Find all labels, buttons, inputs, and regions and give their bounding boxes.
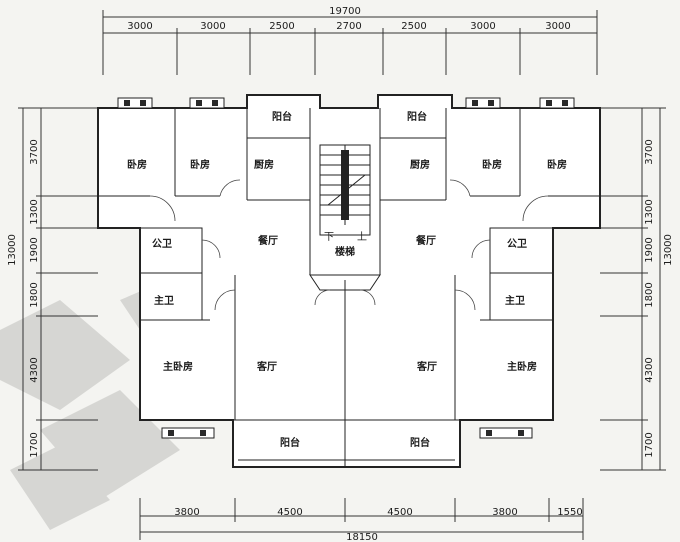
top-dimension-chain: 19700 3000 3000 2500 2700 2500 3000 3000 bbox=[102, 6, 598, 75]
room-label-master-bedroom: 主卧房 bbox=[163, 360, 193, 373]
room-label-dining: 餐厅 bbox=[257, 234, 278, 247]
top-dim: 3000 bbox=[127, 21, 152, 32]
bottom-total-dim: 18150 bbox=[346, 532, 378, 542]
left-dimension-chain: 13000 3700 1300 1900 1800 4300 1700 bbox=[7, 107, 98, 471]
room-label-master-bath: 主卫 bbox=[505, 294, 525, 307]
staircase bbox=[319, 144, 371, 236]
bottom-dim: 3800 bbox=[174, 507, 199, 518]
room-label-living: 客厅 bbox=[256, 360, 277, 373]
top-dim: 2700 bbox=[336, 21, 361, 32]
bottom-dim: 4500 bbox=[277, 507, 302, 518]
windows bbox=[117, 97, 575, 439]
bottom-dim: 1550 bbox=[557, 507, 582, 518]
room-label-kitchen: 厨房 bbox=[410, 158, 430, 171]
top-dim: 3000 bbox=[200, 21, 225, 32]
room-label-dining: 餐厅 bbox=[415, 234, 436, 247]
stair-up-label: 上 bbox=[357, 231, 367, 243]
left-dim: 1800 bbox=[29, 282, 40, 307]
room-label-kitchen: 厨房 bbox=[254, 158, 274, 171]
room-label-balcony: 阳台 bbox=[280, 436, 300, 449]
right-total-dim: 13000 bbox=[663, 234, 674, 266]
left-dim: 1700 bbox=[29, 432, 40, 457]
left-dim: 3700 bbox=[29, 139, 40, 164]
room-label-bedroom: 卧房 bbox=[127, 158, 147, 171]
top-dim: 2500 bbox=[269, 21, 294, 32]
right-dim: 1800 bbox=[644, 282, 655, 307]
top-dim: 2500 bbox=[401, 21, 426, 32]
room-label-balcony: 阳台 bbox=[272, 110, 292, 123]
top-total-dim: 19700 bbox=[329, 6, 361, 17]
bottom-dim: 4500 bbox=[387, 507, 412, 518]
bottom-dimension-chain: 3800 4500 4500 3800 1550 18150 bbox=[139, 498, 584, 542]
right-dim: 1700 bbox=[644, 432, 655, 457]
right-dim: 1900 bbox=[644, 237, 655, 262]
bottom-dim: 3800 bbox=[492, 507, 517, 518]
right-dim: 3700 bbox=[644, 139, 655, 164]
right-dimension-chain: 3700 1300 1900 1800 4300 1700 13000 bbox=[600, 107, 674, 471]
room-label-living: 客厅 bbox=[416, 360, 437, 373]
left-total-dim: 13000 bbox=[7, 234, 18, 266]
stair-down-label: 下 bbox=[324, 232, 334, 243]
top-dim: 3000 bbox=[545, 21, 570, 32]
room-label-public-bath: 公卫 bbox=[152, 238, 172, 250]
room-label-bedroom: 卧房 bbox=[190, 158, 210, 171]
left-dim: 4300 bbox=[29, 357, 40, 382]
top-dim: 3000 bbox=[470, 21, 495, 32]
room-label-master-bedroom: 主卧房 bbox=[507, 360, 537, 373]
left-dim: 1900 bbox=[29, 237, 40, 262]
room-label-balcony: 阳台 bbox=[407, 110, 427, 123]
room-label-bedroom: 卧房 bbox=[482, 158, 502, 171]
right-dim: 1300 bbox=[644, 199, 655, 224]
left-dim: 1300 bbox=[29, 199, 40, 224]
room-label-stairs: 楼梯 bbox=[335, 245, 355, 258]
room-labels: 卧房 卧房 阳台 厨房 阳台 厨房 卧房 卧房 下 上 餐厅 楼梯 餐厅 公卫 … bbox=[127, 110, 567, 449]
right-dim: 4300 bbox=[644, 357, 655, 382]
room-label-public-bath: 公卫 bbox=[507, 238, 527, 250]
door-swings bbox=[149, 179, 549, 311]
room-label-master-bath: 主卫 bbox=[154, 294, 174, 307]
room-label-balcony: 阳台 bbox=[410, 436, 430, 449]
room-label-bedroom: 卧房 bbox=[547, 158, 567, 171]
